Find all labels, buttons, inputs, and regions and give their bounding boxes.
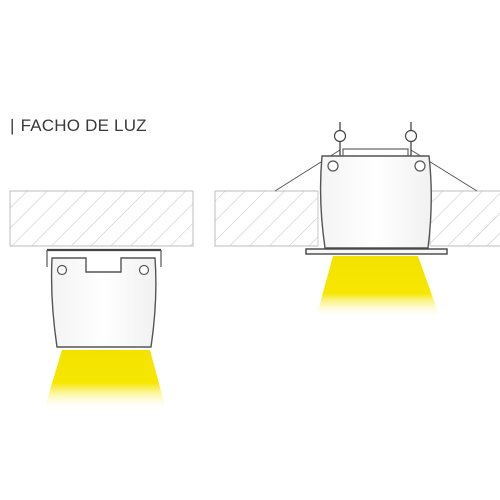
title-bar: | xyxy=(10,116,15,135)
screw-icon xyxy=(56,264,68,276)
screw-icon xyxy=(138,264,150,276)
fixture-body-left xyxy=(50,257,157,348)
screw-icon xyxy=(327,160,339,172)
hanger-ring-icon xyxy=(333,129,347,143)
fixture-body-right xyxy=(319,155,432,249)
recessed-fixture xyxy=(214,122,500,318)
trim-flange-right xyxy=(305,248,448,255)
light-beam-left xyxy=(44,350,166,410)
screw-icon xyxy=(414,160,426,172)
surface-mounted-fixture xyxy=(9,190,194,410)
hanger-ring-icon xyxy=(404,129,418,143)
page-title: | FACHO DE LUZ xyxy=(10,116,147,136)
title-text: FACHO DE LUZ xyxy=(20,116,147,135)
ceiling-slab-left xyxy=(9,190,194,247)
light-beam-right xyxy=(316,256,440,318)
